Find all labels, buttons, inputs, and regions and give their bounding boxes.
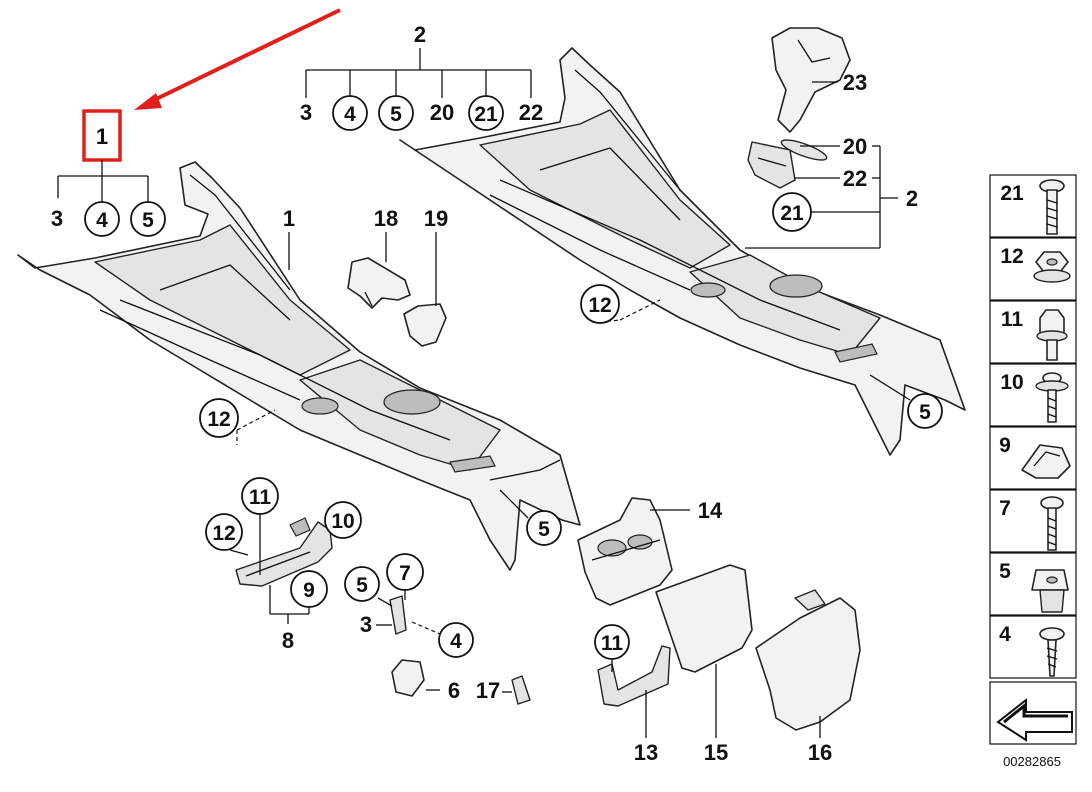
leader-line	[377, 597, 393, 607]
callout-label: 16	[808, 740, 832, 765]
callout-label: 1	[283, 206, 295, 231]
clip-nut-icon	[1031, 569, 1069, 613]
legend-label: 5	[999, 560, 1011, 583]
group-child-label: 20	[843, 134, 867, 159]
washer-screw-icon	[1035, 372, 1069, 423]
center-console-left	[17, 161, 581, 571]
callout-label: 12	[207, 408, 230, 431]
group-child-label: 3	[51, 206, 63, 231]
clip-nut	[389, 595, 407, 635]
callout-label: 11	[249, 486, 272, 509]
spring-clip-icon	[1021, 444, 1071, 479]
callout-circle	[199, 398, 239, 438]
callout-circle	[344, 566, 380, 602]
callout-label: 18	[374, 206, 398, 231]
group-child-label: 5	[142, 209, 154, 232]
group-child-label: 22	[843, 166, 867, 191]
callout-circle	[772, 192, 812, 232]
leader-line	[411, 621, 441, 635]
leader-line	[619, 299, 661, 321]
callout-circle	[205, 513, 243, 551]
callout-circle	[84, 201, 120, 237]
group-parent-label: 2	[906, 186, 918, 211]
callout-label: 14	[698, 498, 723, 523]
callout-label: 10	[331, 510, 354, 533]
group-parent-label: 2	[414, 22, 426, 47]
callout-label: 11	[601, 632, 624, 655]
view-direction-icon	[996, 697, 1073, 742]
callout-label: 12	[212, 522, 235, 545]
top-left-group-bracket	[57, 160, 149, 202]
callout-label: 17	[476, 678, 500, 703]
mount-bracket-6	[391, 659, 425, 697]
group-child-label: 22	[519, 100, 543, 125]
legend-label: 7	[999, 497, 1011, 520]
cover-part-19	[403, 303, 447, 347]
legend-label: 9	[999, 434, 1011, 457]
callout-label: 19	[424, 206, 448, 231]
cupholder-frame	[577, 497, 673, 606]
group-child-label: 4	[344, 103, 356, 126]
group-bracket-8	[269, 585, 310, 624]
group-child-label: 5	[390, 103, 402, 126]
leader-line	[499, 489, 529, 519]
leader-line	[229, 549, 249, 556]
legend-label: 4	[999, 623, 1011, 646]
tapping-screw-icon	[1039, 627, 1065, 677]
gear-knob	[771, 27, 851, 161]
callout-label: 8	[282, 628, 294, 653]
leader-line	[869, 374, 911, 401]
highlight-part-number: 1	[96, 124, 108, 149]
pan-screw-icon	[1040, 496, 1064, 551]
callout-circle	[580, 284, 620, 324]
group-child-label: 20	[430, 100, 454, 125]
callout-label: 5	[919, 401, 931, 424]
legend-label: 12	[1000, 245, 1023, 268]
group-child-label: 4	[96, 209, 108, 232]
callout-circle	[438, 622, 474, 658]
callout-label: 23	[843, 70, 867, 95]
legend-label: 21	[1000, 182, 1024, 205]
center-console-right	[399, 47, 966, 456]
fastener-legend: 21 12 11 10 9 7 5 4	[989, 174, 1077, 745]
armrest-cover	[755, 589, 861, 731]
clip-17	[511, 675, 531, 705]
group-child-label: 21	[780, 202, 804, 225]
callout-circle	[332, 95, 368, 131]
group-child-label: 3	[300, 100, 312, 125]
flange-nut-icon	[1033, 251, 1071, 283]
legend-label: 11	[1001, 308, 1024, 331]
group-child-label: 21	[474, 103, 498, 126]
callout-circle	[378, 95, 414, 131]
lid-bracket	[597, 645, 671, 707]
callout-circle	[130, 201, 166, 237]
callout-label: 4	[450, 630, 462, 653]
diagram-code: 00282865	[1003, 754, 1061, 769]
callout-label: 12	[588, 294, 611, 317]
cover-part-18	[347, 257, 411, 309]
legend-label: 10	[1000, 371, 1023, 394]
callout-circle	[468, 95, 504, 131]
callout-label: 3	[360, 612, 372, 637]
callout-label: 5	[538, 518, 550, 541]
callout-label: 6	[448, 678, 460, 703]
top-center-group-bracket	[305, 48, 532, 98]
screw-icon	[1039, 179, 1065, 235]
callout-circle	[324, 501, 362, 539]
highlight-arrow	[134, 8, 341, 110]
shift-bracket	[747, 141, 796, 189]
callout-circle	[526, 510, 562, 546]
callout-label: 15	[704, 740, 728, 765]
storage-lid	[655, 564, 753, 673]
callout-label: 9	[303, 579, 315, 602]
callout-circle	[907, 393, 943, 429]
right-group-bracket	[745, 145, 898, 249]
callout-label: 5	[356, 574, 368, 597]
leader-line	[236, 409, 276, 431]
callout-label: 7	[399, 562, 411, 585]
callout-label: 13	[634, 740, 658, 765]
hex-bolt-icon	[1036, 309, 1068, 361]
